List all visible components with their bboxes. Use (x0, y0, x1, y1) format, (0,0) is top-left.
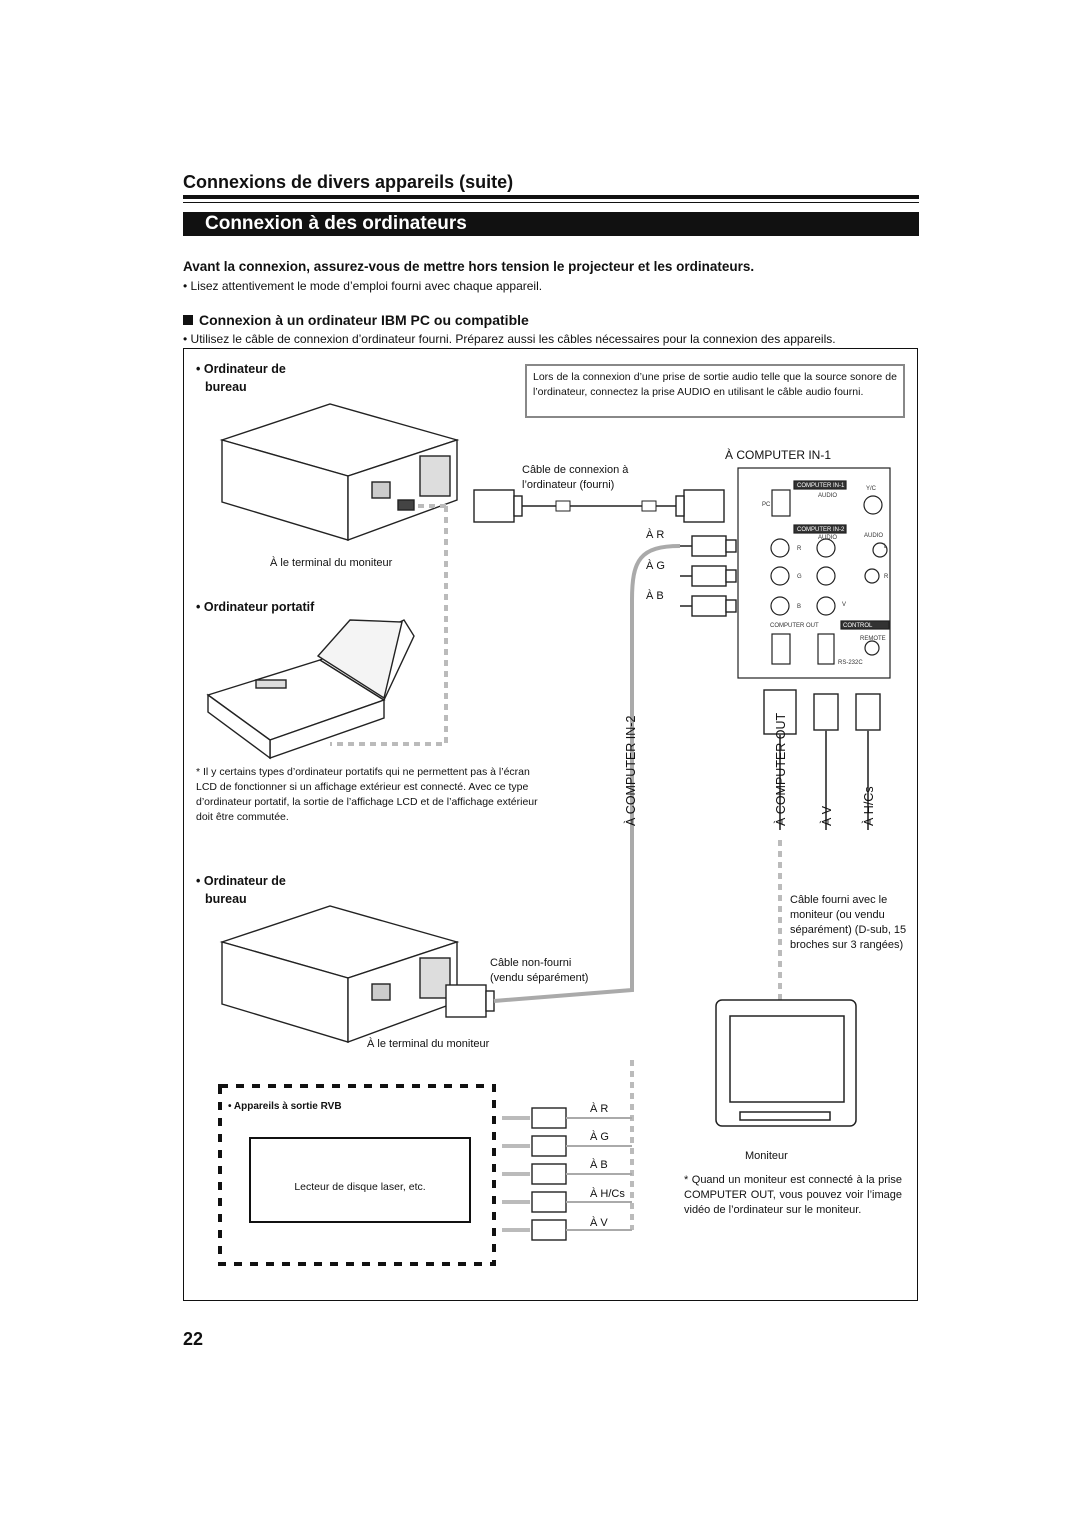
rgb-label: À H/Cs (590, 1188, 625, 1200)
section-rule (183, 195, 919, 199)
panel-label: RS-232C (838, 660, 863, 666)
audio-connection-note: Lors de la connexion d’une prise de sort… (525, 364, 905, 418)
panel-label: L (884, 544, 888, 550)
cable-label: (vendu séparément) (490, 972, 589, 984)
panel-label: AUDIO (818, 493, 837, 499)
rgb-devices-label: • Appareils à sortie RVB (228, 1101, 342, 1112)
panel-label: V (842, 602, 846, 608)
rgb-label: À R (590, 1103, 609, 1115)
bnc-connector-icon (813, 693, 881, 731)
panel-label: R (884, 574, 889, 580)
laptop-note: * Il y certains types d’ordinateur porta… (196, 766, 538, 823)
monitor-terminal-label: À le terminal du moniteur (270, 557, 393, 569)
desktop-label: • Ordinateur de (196, 362, 286, 376)
cable-label: Câble non-fourni (490, 957, 572, 969)
rgb-label: À R (646, 529, 665, 541)
panel-label: AUDIO (864, 533, 883, 539)
subsection-heading: Connexion à un ordinateur IBM PC ou comp… (183, 312, 529, 328)
laser-disc-player-box (249, 1137, 471, 1223)
panel-label: COMPUTER IN-2 (797, 527, 845, 533)
page-title-bar: Connexion à des ordinateurs (183, 212, 919, 236)
laptop-label: • Ordinateur portatif (196, 600, 315, 614)
panel-label: Y/C (866, 486, 877, 492)
monitor-cable-note: Câble fourni avec le moniteur (ou vendu … (790, 894, 907, 951)
projector-rear-panel (737, 467, 891, 679)
panel-label: R (797, 546, 802, 552)
signal-dashed-line (330, 506, 448, 746)
cable-ferrite (555, 500, 571, 512)
computer-out-label: À COMPUTER OUT (774, 712, 788, 826)
rgb-label: À B (646, 590, 664, 602)
computer-in2-label: À COMPUTER IN-2 (624, 715, 638, 826)
v-label: À V (820, 805, 834, 826)
panel-label: REMOTE (860, 636, 886, 642)
monitor-note: * Quand un moniteur est connecté à la pr… (684, 1174, 902, 1216)
rgb-label: À V (590, 1217, 608, 1229)
monitor-terminal-label: À le terminal du moniteur (367, 1038, 490, 1050)
cable-ferrite (641, 500, 657, 512)
cable-label: l’ordinateur (fourni) (522, 479, 615, 491)
desktop-label: • Ordinateur de (196, 874, 286, 888)
desktop-computer-icon (219, 403, 460, 542)
bnc-connector-icon (691, 535, 737, 617)
monitor-label: Moniteur (745, 1150, 788, 1162)
panel-label: PC (762, 502, 771, 508)
bullet-square-icon (183, 315, 193, 325)
laptop-computer-icon (206, 619, 415, 760)
panel-label: CONTROL (843, 623, 873, 629)
connection-diagram-frame (183, 348, 918, 1301)
vga-connector-icon (445, 489, 797, 1018)
laser-disc-label: Lecteur de disque laser, etc. (294, 1181, 426, 1193)
panel-label: AUDIO (818, 535, 837, 541)
panel-label: G (797, 574, 802, 580)
rgb-label: À B (590, 1159, 608, 1171)
desktop-computer-icon (219, 905, 460, 1044)
page-number: 22 (183, 1329, 204, 1349)
cable-note: • Utilisez le câble de connexion d’ordin… (183, 332, 836, 346)
rgb-label: À G (646, 560, 665, 572)
monitor-icon (715, 999, 857, 1127)
rgb-label: À G (590, 1131, 609, 1143)
computer-in1-label: À COMPUTER IN-1 (725, 448, 832, 462)
subsection-title: Connexion à un ordinateur IBM PC ou comp… (199, 312, 529, 328)
page-title: Connexion à des ordinateurs (205, 213, 467, 234)
section-rule-thin (183, 202, 919, 203)
desktop-label: bureau (205, 380, 247, 394)
computer-in2-cable (493, 544, 681, 1003)
desktop-label: bureau (205, 892, 247, 906)
signal-arrow (502, 1116, 530, 1232)
hcs-label: À H/Cs (862, 786, 876, 826)
cable-line (566, 1117, 632, 1231)
power-warning: Avant la connexion, assurez-vous de mett… (183, 259, 755, 274)
cable-line (680, 545, 692, 607)
section-title: Connexions de divers appareils (suite) (183, 172, 514, 192)
cable-label: Câble de connexion à (522, 464, 629, 476)
manual-note: • Lisez attentivement le mode d’emploi f… (183, 279, 543, 293)
panel-label: COMPUTER OUT (770, 623, 819, 629)
panel-label: B (797, 604, 801, 610)
monitor-cable-line (779, 730, 869, 830)
bnc-connector-icon (531, 1107, 567, 1241)
panel-label: COMPUTER IN-1 (797, 483, 845, 489)
